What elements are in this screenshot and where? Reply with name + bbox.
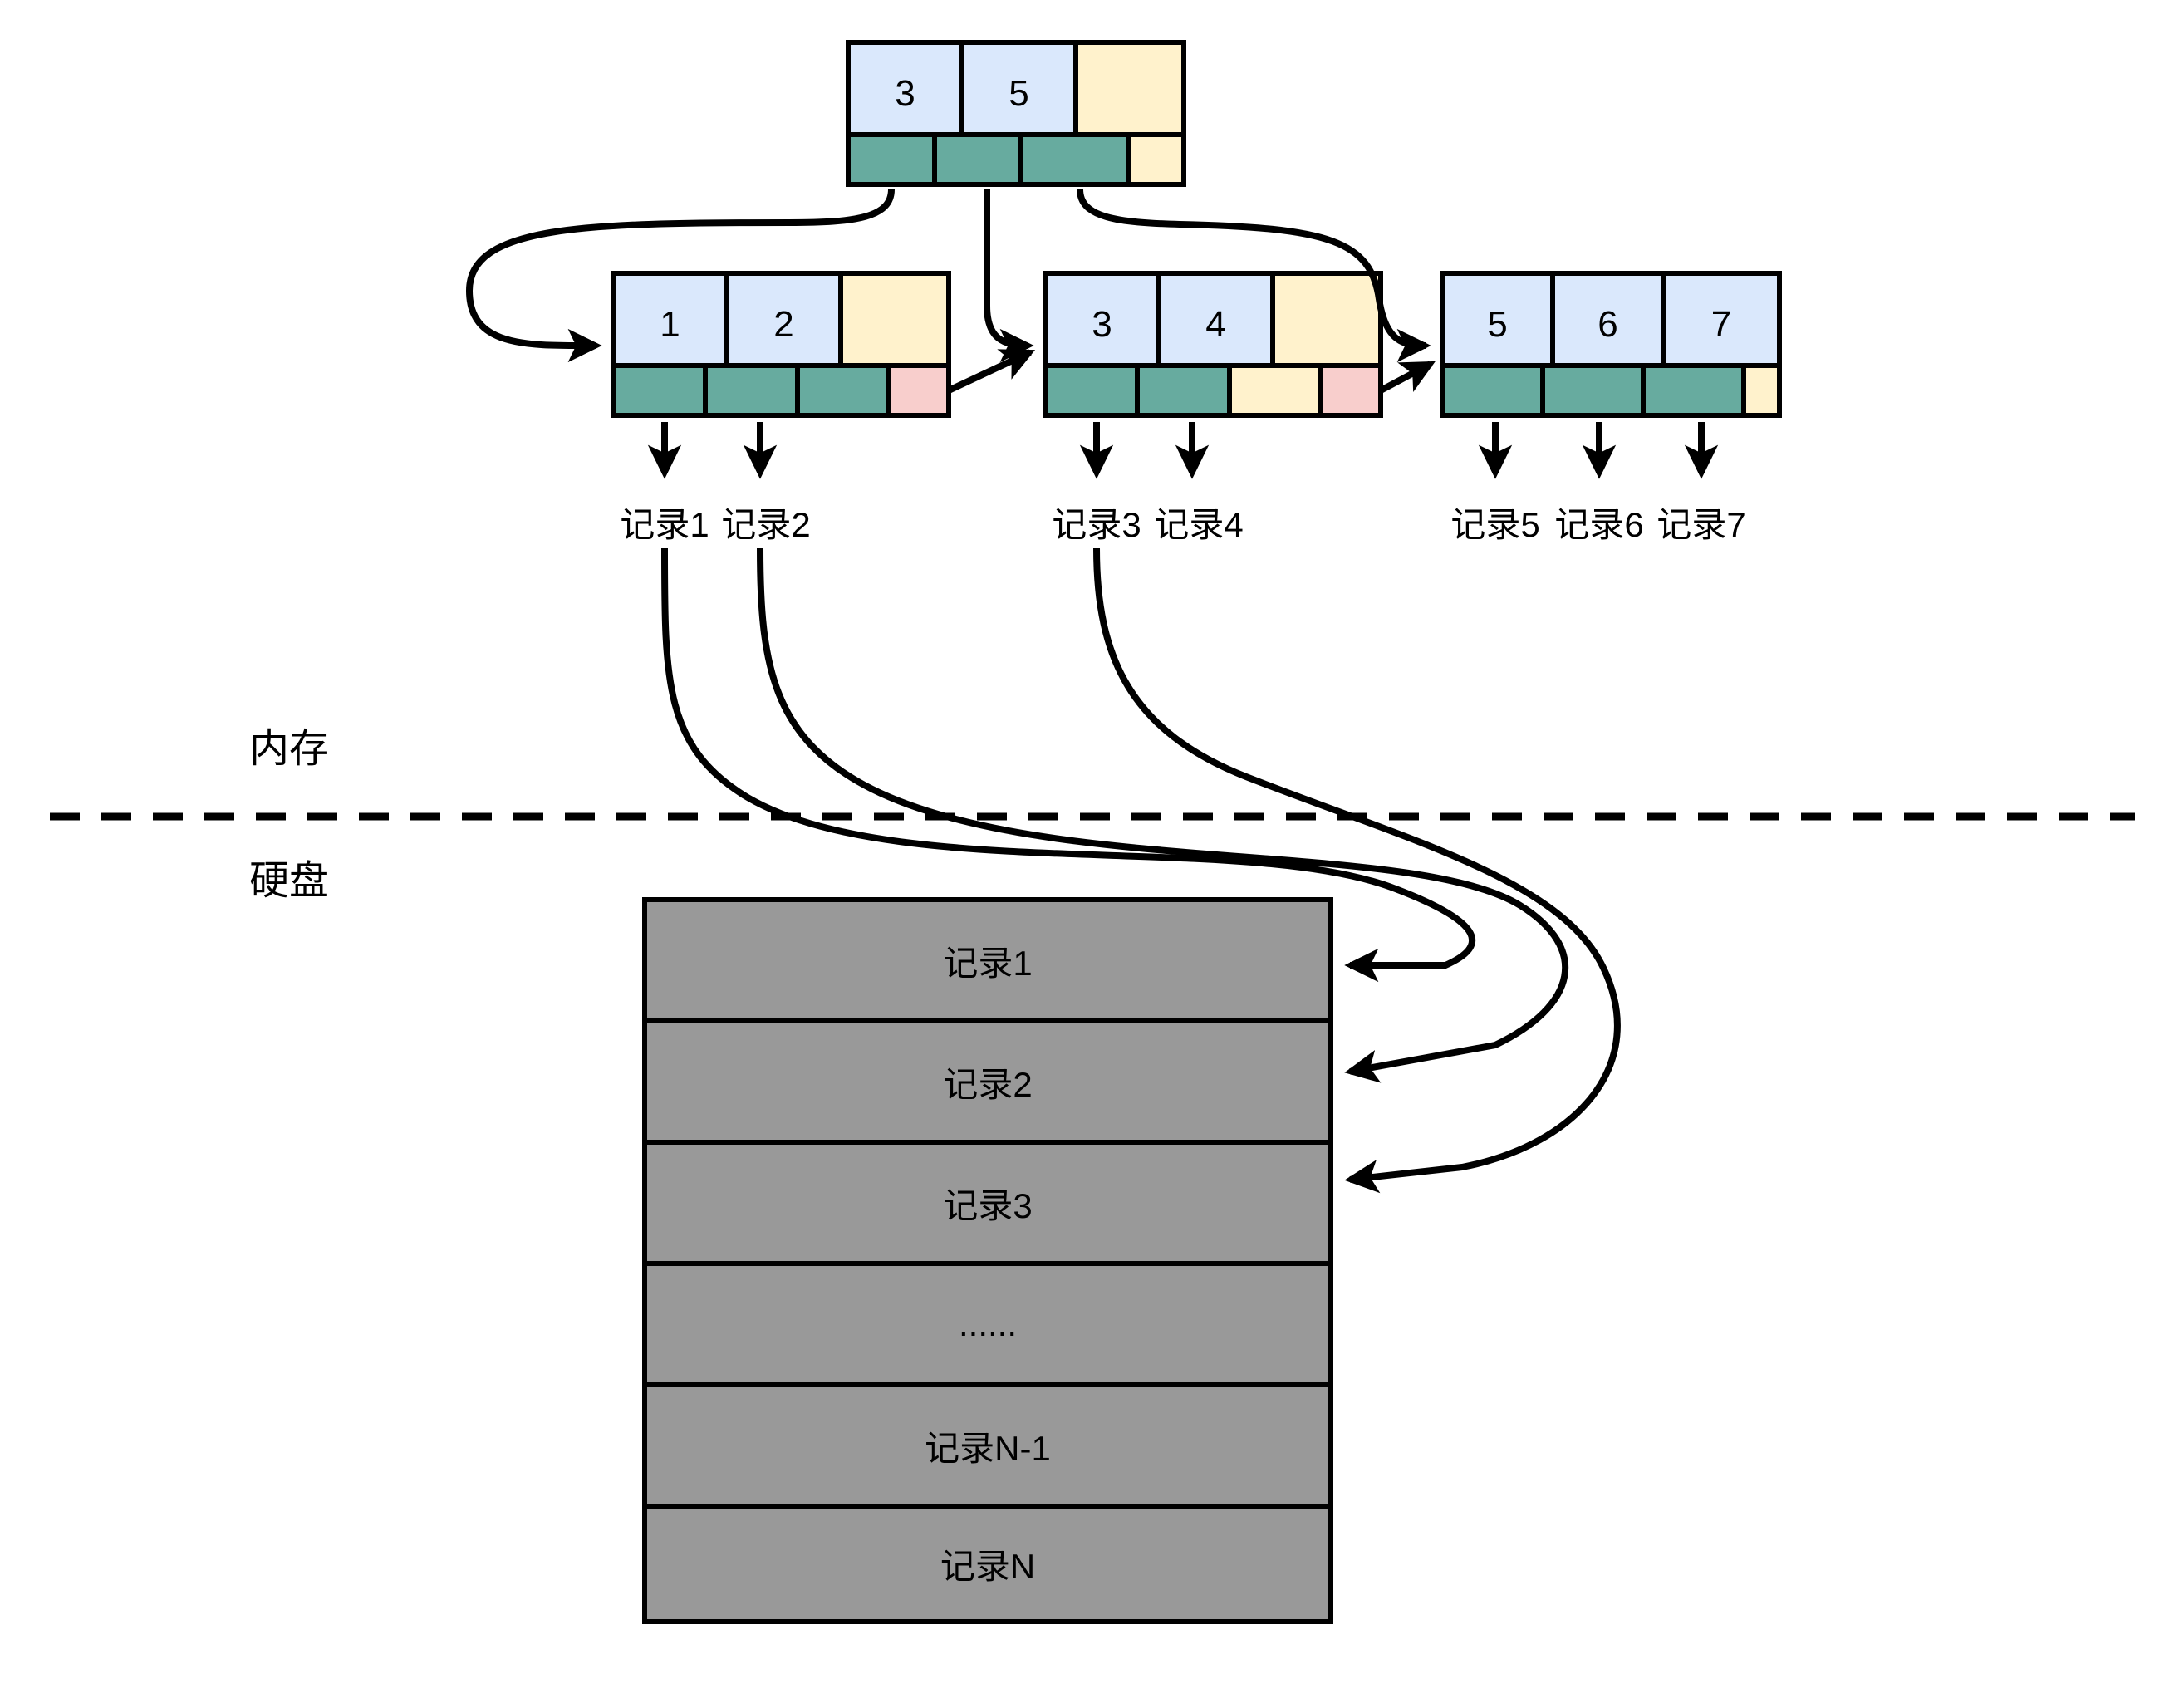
record-label-2: 记录2 [721, 505, 811, 544]
disk-label: 硬盘 [249, 859, 330, 903]
leaf2-pointer-row [1048, 363, 1378, 413]
edge-leaf1-to-leaf2 [947, 349, 1036, 394]
leaf-node-1[interactable]: 1 2 [611, 271, 951, 418]
disk-row-ellipsis: ...... [647, 1266, 1328, 1387]
disk-record-table: 记录1 记录2 记录3 ...... 记录N-1 记录N [642, 897, 1333, 1624]
edge-leaf2-to-leaf3 [1379, 361, 1436, 394]
disk-row-n[interactable]: 记录N [647, 1509, 1328, 1619]
leaf2-next-leaf-pointer[interactable] [1323, 368, 1378, 413]
leaf2-record-pointer-0[interactable] [1048, 368, 1140, 413]
root-pointer-3 [1131, 137, 1181, 182]
leaf1-record-pointer-2[interactable] [800, 368, 891, 413]
root-key-cell-1: 5 [964, 45, 1078, 142]
leaf3-record-pointer-1[interactable] [1545, 368, 1646, 413]
leaf-node-2[interactable]: 3 4 [1043, 271, 1383, 418]
leaf1-next-leaf-pointer[interactable] [891, 368, 946, 413]
record-label-7: 记录7 [1656, 505, 1746, 544]
leaf-node-3[interactable]: 5 6 7 [1440, 271, 1782, 418]
leaf3-key-row: 5 6 7 [1445, 276, 1777, 373]
leaf1-record-pointer-1[interactable] [708, 368, 800, 413]
record-label-3: 记录3 [1052, 505, 1141, 544]
leaf3-empty-pointer [1746, 368, 1777, 413]
leaf3-key-cell-1: 6 [1555, 276, 1666, 373]
disk-row-n-minus-1[interactable]: 记录N-1 [647, 1387, 1328, 1509]
root-pointer-2[interactable] [1023, 137, 1131, 182]
root-pointer-row [851, 132, 1181, 182]
disk-row-1[interactable]: 记录1 [647, 902, 1328, 1023]
leaf2-key-cell-2 [1275, 276, 1378, 373]
leaf2-key-cell-0: 3 [1048, 276, 1161, 373]
root-pointer-1[interactable] [937, 137, 1023, 182]
edge-root-to-leaf2 [983, 189, 1034, 363]
record-label-6: 记录6 [1554, 505, 1644, 544]
root-key-cell-0: 3 [851, 45, 964, 142]
leaf3-record-pointer-0[interactable] [1445, 368, 1545, 413]
leaf1-key-cell-0: 1 [616, 276, 729, 373]
leaf1-key-cell-2 [843, 276, 946, 373]
root-key-cell-2 [1078, 45, 1181, 142]
leaf1-key-cell-1: 2 [729, 276, 843, 373]
leaf2-record-pointer-1[interactable] [1140, 368, 1232, 413]
leaf3-pointer-row [1445, 363, 1777, 413]
leaf1-record-pointer-0[interactable] [616, 368, 708, 413]
disk-row-3[interactable]: 记录3 [647, 1145, 1328, 1266]
leaf2-empty-pointer [1232, 368, 1323, 413]
leaf3-record-pointer-2[interactable] [1646, 368, 1746, 413]
leaf3-key-cell-0: 5 [1445, 276, 1555, 373]
root-node[interactable]: 3 5 [846, 40, 1186, 187]
root-key-row: 3 5 [851, 45, 1181, 142]
memory-label: 内存 [249, 727, 330, 771]
root-pointer-0[interactable] [851, 137, 937, 182]
leaf2-key-cell-1: 4 [1161, 276, 1275, 373]
leaf1-key-row: 1 2 [616, 276, 946, 373]
record-label-5: 记录5 [1450, 505, 1540, 544]
leaf1-pointer-row [616, 363, 946, 413]
record-label-1: 记录1 [620, 505, 709, 544]
disk-row-2[interactable]: 记录2 [647, 1023, 1328, 1145]
leaf3-key-cell-2: 7 [1666, 276, 1777, 373]
leaf2-key-row: 3 4 [1048, 276, 1378, 373]
record-label-4: 记录4 [1154, 505, 1244, 544]
